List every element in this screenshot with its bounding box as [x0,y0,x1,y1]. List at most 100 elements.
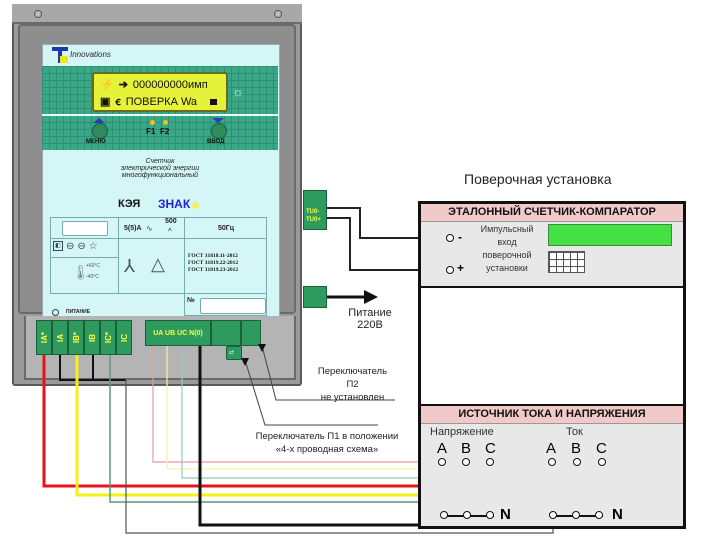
model-name: КЭЯ [118,198,141,210]
switch-p1-label: Переключатель П1 в положении «4-х провод… [232,430,422,456]
voltage-b-terminal[interactable] [462,458,470,466]
standard: ГОСТ 31819.23-2012 [188,267,239,273]
annotation-line: «4-х проводная схема» [275,444,379,455]
switch-p1-socket [211,320,241,346]
pulse-constant: 500 [165,218,177,225]
calibration-rig: ЭТАЛОННЫЙ СЧЕТЧИК-КОМПАРАТОР ИСТОЧНИК ТО… [418,201,686,529]
pulse-input-label: Импульсный вход поверочной установки [470,223,544,275]
enter-button[interactable] [211,123,227,139]
power-indicator-label: ПИТАНИЕ [66,309,91,315]
monitor-icon: ▣ [100,96,111,108]
lcd-counter: 000000000имп [132,78,208,91]
arrow-down-icon [212,118,224,123]
menu-button[interactable] [92,123,108,139]
balanced-icon: ⊖ [66,241,75,252]
rig-title: Поверочная установка [464,171,612,187]
terminal-ia[interactable]: IA [52,320,68,355]
annotation-line: Переключатель [317,366,388,377]
screw-icon [34,10,42,18]
annotation-line: Питание [348,307,392,319]
serial-number-box [200,298,266,314]
label-line: вход [497,237,517,247]
label-line: установки [486,263,528,273]
arrow-icon [258,344,266,352]
tu-plus-label: TU0+ [306,217,321,223]
table-divider [50,257,118,258]
f1-led-icon [150,120,155,125]
backlight-icon: ☼ [232,84,244,99]
voltage-a-terminal[interactable] [438,458,446,466]
table-divider [118,217,119,294]
current-neutral-terminal[interactable] [549,511,557,519]
frequency: 50Гц [218,225,235,232]
terminal-ia-star[interactable]: IA* [36,320,52,355]
voltage-neutral-terminal[interactable] [440,511,448,519]
approval-mark-icon [192,202,199,209]
current-phase-b-label: B [571,440,582,457]
pulse-input-plus-terminal[interactable] [446,266,454,274]
jumper-wire [59,355,93,381]
power-supply-label: Питание 220В [340,307,400,331]
caret-icon: ^ [168,227,172,236]
divider [42,114,278,116]
comparator-display [548,224,672,246]
comparator-header: ЭТАЛОННЫЙ СЧЕТЧИК-КОМПАРАТОР [421,204,683,222]
current-neutral-terminal[interactable] [595,511,603,519]
brand-name: Innovations [70,50,111,59]
ac-wave-icon: ∿ [146,224,153,233]
terminal-ic-star[interactable]: IC* [100,320,116,355]
arrow-icon [241,358,249,366]
keypad[interactable] [548,251,585,273]
source-header: ИСТОЧНИК ТОКА И НАПРЯЖЕНИЯ [421,404,683,424]
voltage-neutral-terminal[interactable] [463,511,471,519]
current-neutral-terminal[interactable] [572,511,580,519]
current-a-terminal[interactable] [548,458,556,466]
annotation-line: не установлен [320,392,385,403]
brand-bar: Innovations [42,44,278,66]
rig-blank-area [421,288,683,404]
pulse-wire-plus [327,217,450,271]
balanced-icon: ⊖ [77,241,86,252]
brand-logo-icon [52,47,68,63]
wire-voltage-b [166,346,465,470]
voltage-phase-c-label: C [485,440,496,457]
voltage-neutral-terminal[interactable] [486,511,494,519]
current-c-terminal[interactable] [598,458,606,466]
pulse-input-minus-terminal[interactable] [446,234,454,242]
power-led-icon [52,309,59,316]
lcd-mode: ПОВЕРКА Wa [125,95,198,108]
menu-label: МЕНЮ [86,139,106,145]
f2-led-icon [163,120,168,125]
current-rating: 5(5)А [124,225,142,232]
spec-table [50,217,267,294]
terminal-ib-star[interactable]: IB* [68,320,84,355]
voltage-label: Напряжение [430,426,494,438]
tu-terminal-block[interactable]: TU0- TU0+ [303,190,327,230]
table-divider [184,217,185,294]
star-connection-icon: ⅄ [124,256,135,276]
star-icon: ☆ [88,241,98,252]
model-brand: ЗНАК [158,197,191,211]
description-line: электрической энергии [120,165,200,172]
voltage-terminal-block[interactable]: UA UB UC N(0) [145,320,211,346]
arrow-right-icon: ➔ [118,79,128,91]
voltage-c-terminal[interactable] [486,458,494,466]
switch-p1[interactable]: ⇄ [226,346,242,360]
current-b-terminal[interactable] [573,458,581,466]
standard: ГОСТ 31818.11-2012 [188,253,238,259]
arrow-right-icon [364,290,378,304]
switch-p2-socket [241,320,261,346]
current-phase-c-label: C [596,440,607,457]
voltage-terminal-labels: UA UB UC N(0) [153,329,203,337]
label-line: Импульсный [480,224,534,234]
pulse-wire-minus [327,207,450,239]
source-panel [421,424,683,526]
power-terminal[interactable] [303,286,327,308]
jumper-wire [92,355,126,381]
lcd-display: ⚡ ➔ 000000000имп ▣ ꞓ ПОВЕРКА Wa [92,72,228,112]
terminal-ib[interactable]: IB [84,320,100,355]
f2-label: F2 [160,127,170,136]
current-label: Ток [566,426,583,438]
bracket-icon: ꞓ [115,96,121,108]
terminal-ic[interactable]: IC [116,320,132,355]
